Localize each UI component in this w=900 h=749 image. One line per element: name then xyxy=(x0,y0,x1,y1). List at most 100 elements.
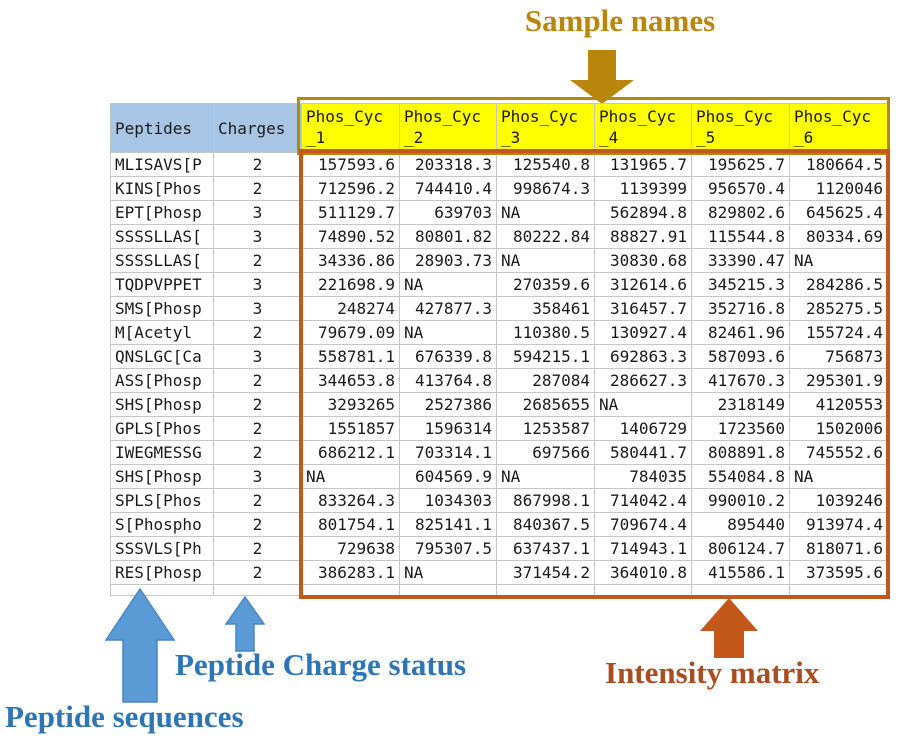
intensity-cell[interactable]: 131965.7 xyxy=(594,152,692,177)
intensity-cell[interactable]: 1034303 xyxy=(399,488,497,513)
intensity-cell[interactable]: 284286.5 xyxy=(789,272,888,297)
intensity-cell[interactable]: 956570.4 xyxy=(691,176,790,201)
empty-cell[interactable] xyxy=(789,584,888,596)
column-header-sample-1[interactable]: Phos_Cyc _1 xyxy=(301,103,400,153)
charge-cell[interactable]: 3 xyxy=(213,224,302,249)
intensity-cell[interactable]: 1406729 xyxy=(594,416,692,441)
intensity-cell[interactable]: 358461 xyxy=(496,296,595,321)
intensity-cell[interactable]: 2318149 xyxy=(691,392,790,417)
peptide-cell[interactable]: SPLS[Phos xyxy=(110,488,214,513)
intensity-cell[interactable]: 795307.5 xyxy=(399,536,497,561)
intensity-cell[interactable]: 82461.96 xyxy=(691,320,790,345)
intensity-cell[interactable]: 895440 xyxy=(691,512,790,537)
column-header-charges[interactable]: Charges xyxy=(213,103,302,153)
intensity-cell[interactable]: 248274 xyxy=(301,296,400,321)
peptide-cell[interactable]: SSSVLS[Ph xyxy=(110,536,214,561)
intensity-cell[interactable]: 345215.3 xyxy=(691,272,790,297)
intensity-cell[interactable]: 806124.7 xyxy=(691,536,790,561)
intensity-cell[interactable]: 286627.3 xyxy=(594,368,692,393)
intensity-cell[interactable]: 1596314 xyxy=(399,416,497,441)
charge-cell[interactable]: 2 xyxy=(213,368,302,393)
intensity-cell[interactable]: 676339.8 xyxy=(399,344,497,369)
peptide-cell[interactable]: SMS[Phosp xyxy=(110,296,214,321)
intensity-cell[interactable]: 808891.8 xyxy=(691,440,790,465)
intensity-cell[interactable]: 80334.69 xyxy=(789,224,888,249)
intensity-cell[interactable]: NA xyxy=(399,272,497,297)
intensity-cell[interactable]: 1120046 xyxy=(789,176,888,201)
peptide-cell[interactable]: S[Phospho xyxy=(110,512,214,537)
column-header-sample-5[interactable]: Phos_Cyc _5 xyxy=(691,103,790,153)
intensity-cell[interactable]: 1723560 xyxy=(691,416,790,441)
intensity-cell[interactable]: 829802.6 xyxy=(691,200,790,225)
peptide-cell[interactable]: MLISAVS[P xyxy=(110,152,214,177)
intensity-cell[interactable]: 373595.6 xyxy=(789,560,888,585)
intensity-cell[interactable]: 3293265 xyxy=(301,392,400,417)
intensity-cell[interactable]: 558781.1 xyxy=(301,344,400,369)
intensity-cell[interactable]: 287084 xyxy=(496,368,595,393)
charge-cell[interactable]: 2 xyxy=(213,512,302,537)
charge-cell[interactable]: 2 xyxy=(213,176,302,201)
peptide-cell[interactable]: ASS[Phosp xyxy=(110,368,214,393)
intensity-cell[interactable]: NA xyxy=(594,392,692,417)
intensity-cell[interactable]: 511129.7 xyxy=(301,200,400,225)
intensity-cell[interactable]: 125540.8 xyxy=(496,152,595,177)
empty-cell[interactable] xyxy=(496,584,595,596)
column-header-sample-4[interactable]: Phos_Cyc _4 xyxy=(594,103,692,153)
intensity-cell[interactable]: 604569.9 xyxy=(399,464,497,489)
intensity-cell[interactable]: 1039246 xyxy=(789,488,888,513)
intensity-cell[interactable]: 2527386 xyxy=(399,392,497,417)
intensity-cell[interactable]: 709674.4 xyxy=(594,512,692,537)
intensity-cell[interactable]: 998674.3 xyxy=(496,176,595,201)
intensity-cell[interactable]: 413764.8 xyxy=(399,368,497,393)
intensity-cell[interactable]: 285275.5 xyxy=(789,296,888,321)
intensity-cell[interactable]: 28903.73 xyxy=(399,248,497,273)
intensity-cell[interactable]: 2685655 xyxy=(496,392,595,417)
intensity-cell[interactable]: 344653.8 xyxy=(301,368,400,393)
intensity-cell[interactable]: 295301.9 xyxy=(789,368,888,393)
empty-cell[interactable] xyxy=(399,584,497,596)
charge-cell[interactable]: 2 xyxy=(213,416,302,441)
intensity-cell[interactable]: 580441.7 xyxy=(594,440,692,465)
intensity-cell[interactable]: 801754.1 xyxy=(301,512,400,537)
intensity-cell[interactable]: 714042.4 xyxy=(594,488,692,513)
intensity-cell[interactable]: 88827.91 xyxy=(594,224,692,249)
charge-cell[interactable]: 2 xyxy=(213,440,302,465)
column-header-sample-3[interactable]: Phos_Cyc _3 xyxy=(496,103,595,153)
peptide-cell[interactable]: SHS[Phosp xyxy=(110,392,214,417)
intensity-cell[interactable]: 913974.4 xyxy=(789,512,888,537)
intensity-cell[interactable]: 840367.5 xyxy=(496,512,595,537)
intensity-cell[interactable]: 703314.1 xyxy=(399,440,497,465)
charge-cell[interactable]: 2 xyxy=(213,560,302,585)
intensity-cell[interactable]: 712596.2 xyxy=(301,176,400,201)
intensity-cell[interactable]: NA xyxy=(496,464,595,489)
intensity-cell[interactable]: 221698.9 xyxy=(301,272,400,297)
intensity-cell[interactable]: 130927.4 xyxy=(594,320,692,345)
intensity-cell[interactable]: 729638 xyxy=(301,536,400,561)
intensity-cell[interactable]: 4120553 xyxy=(789,392,888,417)
intensity-cell[interactable]: NA xyxy=(399,560,497,585)
intensity-cell[interactable]: 33390.47 xyxy=(691,248,790,273)
intensity-cell[interactable]: 637437.1 xyxy=(496,536,595,561)
intensity-cell[interactable]: 79679.09 xyxy=(301,320,400,345)
charge-cell[interactable]: 3 xyxy=(213,200,302,225)
intensity-cell[interactable]: 833264.3 xyxy=(301,488,400,513)
intensity-cell[interactable]: 744410.4 xyxy=(399,176,497,201)
peptide-cell[interactable]: RES[Phosp xyxy=(110,560,214,585)
intensity-cell[interactable]: 697566 xyxy=(496,440,595,465)
intensity-cell[interactable]: 686212.1 xyxy=(301,440,400,465)
peptide-cell[interactable]: IWEGMESSG xyxy=(110,440,214,465)
intensity-cell[interactable]: NA xyxy=(789,248,888,273)
intensity-cell[interactable]: 554084.8 xyxy=(691,464,790,489)
peptide-cell[interactable]: KINS[Phos xyxy=(110,176,214,201)
peptide-cell[interactable]: GPLS[Phos xyxy=(110,416,214,441)
intensity-cell[interactable]: 417670.3 xyxy=(691,368,790,393)
intensity-cell[interactable]: 312614.6 xyxy=(594,272,692,297)
intensity-cell[interactable]: 415586.1 xyxy=(691,560,790,585)
empty-cell[interactable] xyxy=(301,584,400,596)
empty-cell[interactable] xyxy=(213,584,302,596)
intensity-cell[interactable]: 180664.5 xyxy=(789,152,888,177)
peptide-cell[interactable]: TQDPVPPET xyxy=(110,272,214,297)
peptide-cell[interactable]: SHS[Phosp xyxy=(110,464,214,489)
intensity-cell[interactable]: 316457.7 xyxy=(594,296,692,321)
intensity-cell[interactable]: 157593.6 xyxy=(301,152,400,177)
